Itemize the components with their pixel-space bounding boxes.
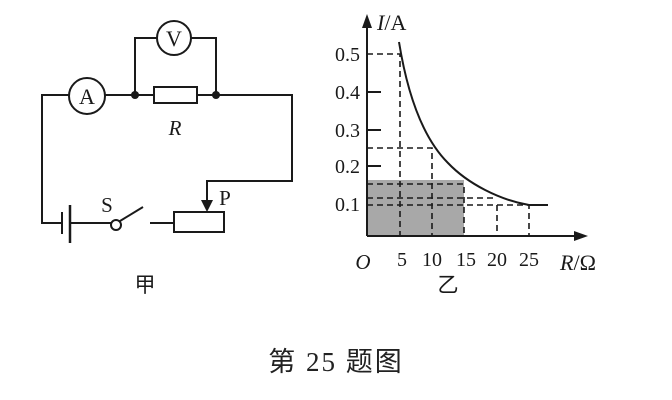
junction-dot-left — [131, 91, 139, 99]
curve — [398, 41, 548, 206]
graph-sublabel: 乙 — [438, 273, 459, 297]
x-axis-arrow-icon — [574, 231, 588, 241]
y-tick-label: 0.5 — [335, 44, 360, 66]
slider-arrow-icon — [201, 200, 213, 212]
voltmeter-right-branch — [191, 37, 217, 95]
ammeter-symbol: A — [79, 84, 95, 109]
circuit-sublabel: 甲 — [135, 273, 156, 297]
y-tick-marks — [367, 91, 381, 167]
junction-dot-right — [212, 91, 220, 99]
slider-label: P — [219, 186, 231, 210]
x-tick-label: 5 — [397, 249, 407, 271]
origin-label: O — [355, 250, 370, 274]
y-tick-label: 0.1 — [335, 194, 360, 216]
x-tick-label: 25 — [519, 249, 539, 271]
y-tick-label: 0.3 — [335, 120, 360, 142]
battery — [61, 205, 72, 243]
y-tick-labels: 0.1 0.2 0.3 0.4 0.5 — [335, 44, 360, 216]
y-axis-label: I/A — [376, 10, 406, 35]
voltmeter-left-branch — [134, 37, 157, 95]
right-wire — [206, 94, 293, 200]
resistor-label: R — [168, 116, 182, 140]
y-tick-label: 0.2 — [335, 156, 360, 178]
x-tick-label: 10 — [422, 249, 442, 271]
y-tick-label: 0.4 — [335, 82, 360, 104]
switch-label: S — [101, 193, 113, 217]
figure-caption: 第 25 题图 — [268, 347, 404, 377]
y-axis-arrow-icon — [362, 14, 372, 28]
ammeter: A — [68, 77, 106, 115]
switch — [110, 206, 144, 231]
x-axis-label: R/Ω — [559, 250, 596, 275]
x-tick-labels: 5 10 15 20 25 — [397, 249, 539, 271]
left-wire — [41, 94, 69, 224]
x-tick-label: 20 — [487, 249, 507, 271]
rheostat — [173, 211, 225, 233]
graph — [362, 14, 588, 241]
shaded-area — [367, 180, 464, 236]
x-tick-label: 15 — [456, 249, 476, 271]
circuit-diagram — [41, 37, 293, 224]
voltmeter: V — [156, 20, 192, 56]
voltmeter-symbol: V — [166, 26, 182, 51]
resistor — [153, 86, 198, 104]
